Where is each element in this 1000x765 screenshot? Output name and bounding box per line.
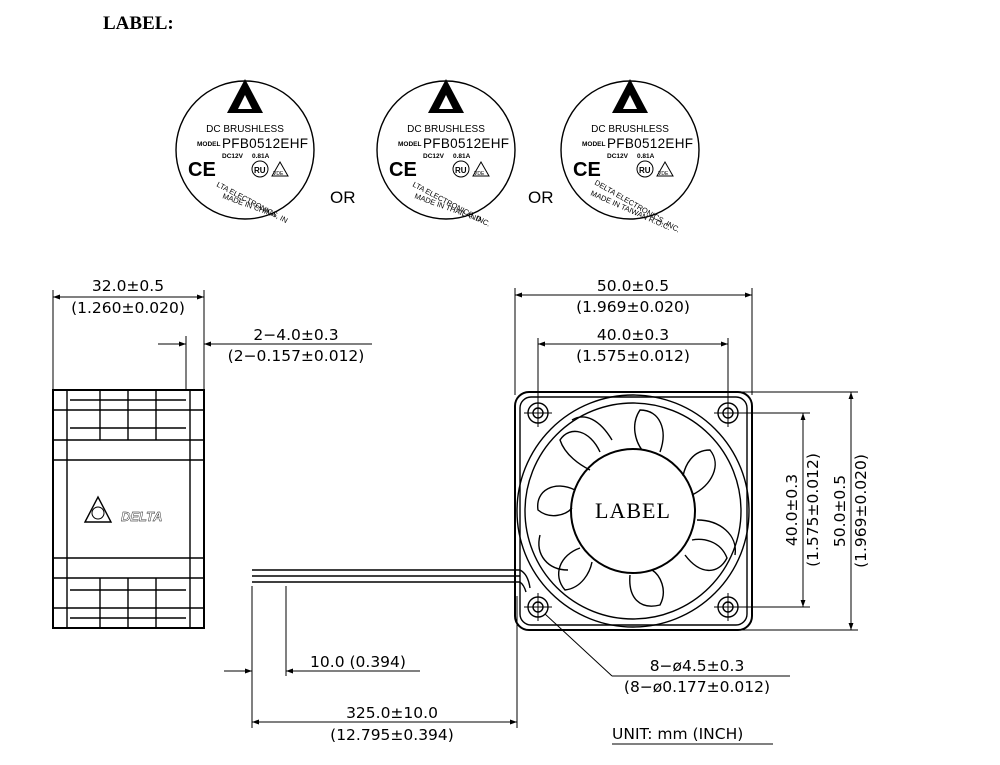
label-variant-taiwan: DC BRUSHLESS MODEL PFB0512EHF DC12V 0.81… [560, 79, 700, 234]
side-view: 32.0±0.5 (1.260±0.020) 2−4.0±0.3 (2−0.15… [52, 277, 372, 629]
ul-mark-icon [636, 160, 654, 178]
outer-width-dim: 50.0±0.5 [597, 277, 669, 295]
hole-dim-inch: (8−ø0.177±0.012) [624, 678, 770, 696]
svg-text:RU: RU [639, 166, 651, 175]
ul-mark-icon [452, 160, 470, 178]
outer-height-dim: 50.0±0.5 [831, 475, 849, 547]
side-width-dim: 32.0±0.5 [92, 277, 164, 295]
label-model: PFB0512EHF [423, 136, 509, 151]
ul-mark-icon [251, 160, 269, 178]
lead-length-dim: 325.0±10.0 [346, 704, 438, 722]
vde-mark-icon [472, 160, 490, 177]
unit-note: UNIT: mm (INCH) [612, 725, 743, 743]
hole-pitch-v-dim: 40.0±0.3 [783, 474, 801, 546]
strip-length-dim: 10.0 (0.394) [310, 653, 406, 671]
label-model: PFB0512EHF [222, 136, 308, 151]
svg-text:RU: RU [455, 166, 467, 175]
vde-mark-icon [656, 160, 674, 177]
outer-width-dim-inch: (1.969±0.020) [576, 298, 690, 316]
ce-mark-icon: CE [573, 159, 601, 181]
hole-pitch-dim: 40.0±0.3 [597, 326, 669, 344]
label-current: 0.81A [252, 153, 270, 160]
front-view: 50.0±0.5 (1.969±0.020) 40.0±0.3 (1.575±0… [514, 277, 870, 696]
label-voltage: DC12V [607, 153, 629, 160]
label-model: PFB0512EHF [607, 136, 693, 151]
label-model-prefix: MODEL [398, 141, 422, 148]
svg-text:VDE: VDE [658, 171, 669, 177]
svg-text:VDE: VDE [474, 171, 485, 177]
label-current: 0.81A [453, 153, 471, 160]
label-arc-bottom: MADE IN TAIWAN R.O.C. [589, 189, 672, 232]
label-section-title: LABEL: [103, 13, 174, 34]
outer-height-dim-inch: (1.969±0.020) [852, 454, 870, 568]
label-line1: DC BRUSHLESS [591, 124, 669, 135]
label-variant-china: DC BRUSHLESS MODEL PFB0512EHF DC12V 0.81… [175, 79, 315, 225]
ce-mark-icon: CE [188, 159, 216, 181]
hole-pitch-dim-inch: (1.575±0.012) [576, 347, 690, 365]
lead-length-dim-inch: (12.795±0.394) [330, 726, 454, 744]
label-voltage: DC12V [423, 153, 445, 160]
or-text-1: OR [330, 188, 356, 207]
svg-text:RU: RU [254, 166, 266, 175]
ce-mark-icon: CE [389, 159, 417, 181]
label-variant-thailand: DC BRUSHLESS MODEL PFB0512EHF DC12V 0.81… [376, 79, 516, 229]
vde-mark-icon [271, 160, 289, 177]
flange-dim-inch: (2−0.157±0.012) [228, 347, 365, 365]
side-width-dim-inch: (1.260±0.020) [71, 299, 185, 317]
label-current: 0.81A [637, 153, 655, 160]
side-logo-text: DELTA [121, 509, 162, 524]
fan-blades [537, 409, 736, 607]
hole-dim: 8−ø4.5±0.3 [650, 657, 745, 675]
svg-text:VDE: VDE [273, 171, 284, 177]
label-line1: DC BRUSHLESS [407, 124, 485, 135]
hole-pitch-v-dim-inch: (1.575±0.012) [804, 453, 822, 567]
flange-dim: 2−4.0±0.3 [253, 326, 338, 344]
label-model-prefix: MODEL [197, 141, 221, 148]
hub-label: LABEL [595, 498, 671, 523]
label-voltage: DC12V [222, 153, 244, 160]
delta-side-logo-icon [83, 495, 113, 523]
or-text-2: OR [528, 188, 554, 207]
label-line1: DC BRUSHLESS [206, 124, 284, 135]
label-model-prefix: MODEL [582, 141, 606, 148]
lead-wires: 10.0 (0.394) 325.0±10.0 (12.795±0.394) [224, 569, 531, 744]
